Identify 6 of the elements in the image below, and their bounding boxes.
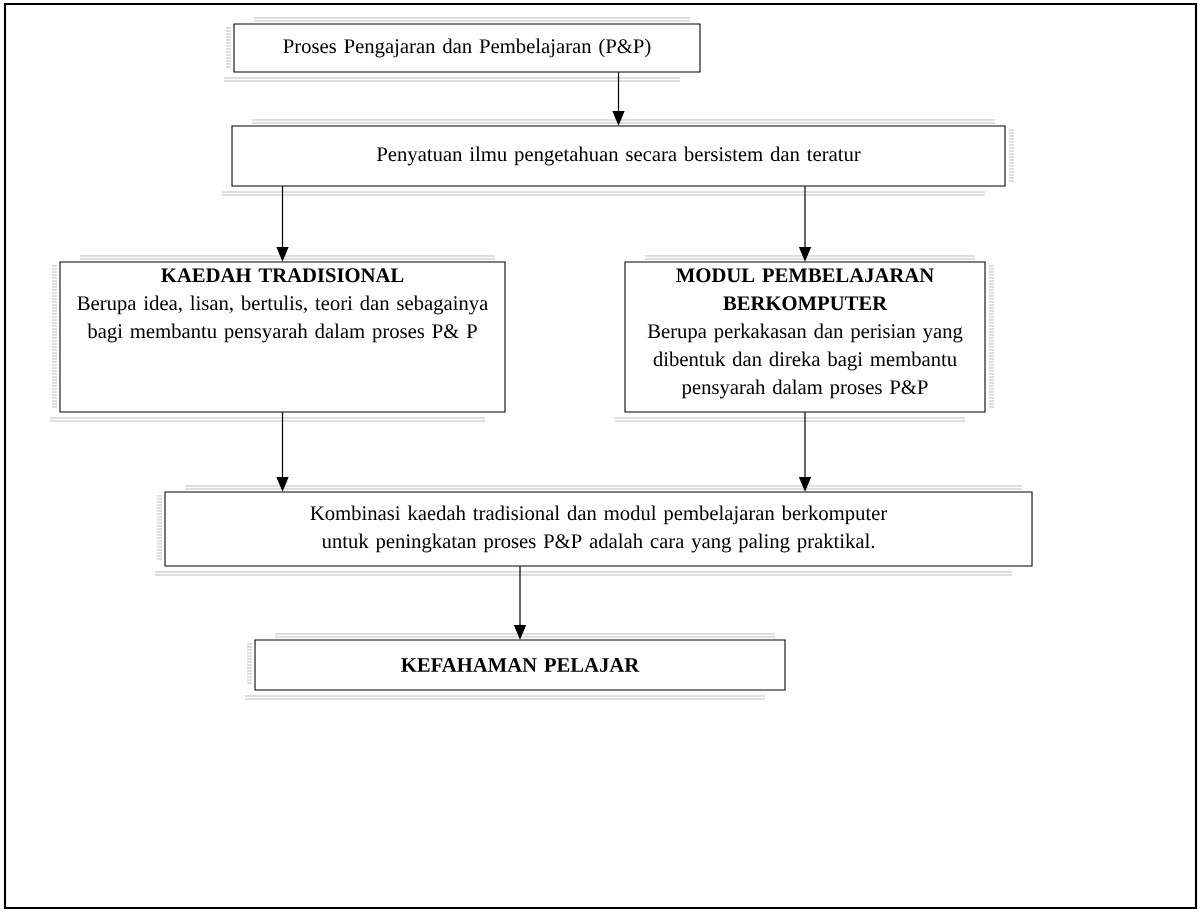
process-box: Proses Pengajaran dan Pembelajaran (P&P) bbox=[223, 17, 701, 82]
process-box: KEFAHAMAN PELAJAR bbox=[244, 633, 786, 700]
process-box: Penyatuan ilmu pengetahuan secara bersistem dan teratur bbox=[221, 119, 1015, 196]
process-box: MODUL PEMBELAJARAN BERKOMPUTER Berupa perkakasan dan perisian yang dibentuk dan direka bagi membantu pensyarah dalam proses P&P bbox=[614, 255, 995, 422]
process-box: KAEDAH TRADISIONAL Berupa idea, lisan, bertulis, teori dan sebagainya bagi membantu pensyarah dalam proses P& P bbox=[49, 255, 506, 422]
process-box: Kombinasi kaedah tradisional dan modul pembelajaran berkomputer untuk peningkatan proses P&P adalah cara yang paling praktikal. bbox=[154, 485, 1033, 576]
